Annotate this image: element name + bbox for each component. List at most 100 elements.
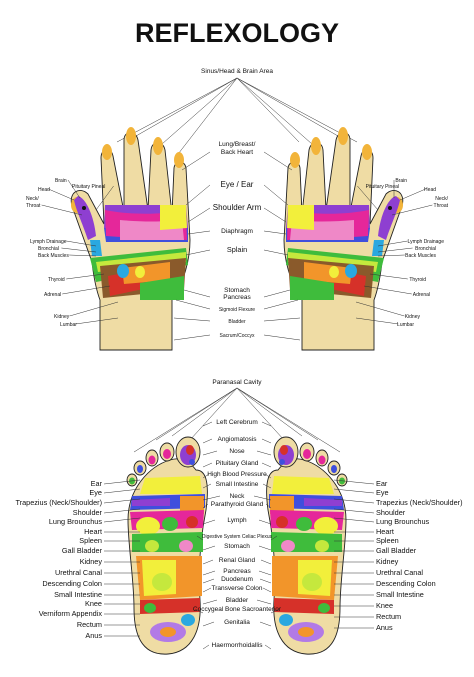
foot-center-label: Coccygeal Bone Sacroanterior <box>193 606 282 613</box>
leader-line <box>258 570 272 576</box>
leader-line <box>264 473 272 479</box>
leader-line <box>187 207 211 223</box>
leader-line <box>75 317 119 325</box>
foot-center-label: High Blood Pressure <box>207 471 267 478</box>
leader-line <box>175 299 211 310</box>
leader-line <box>183 289 211 298</box>
leader-line <box>41 204 83 216</box>
leader-line <box>66 240 97 247</box>
leader-line <box>103 517 141 523</box>
foot-center-label: Lymph <box>227 517 247 524</box>
foot-left-label: Anus <box>85 631 102 640</box>
hand-left-label: Lumbar <box>60 322 77 328</box>
foot-right-label: Gall Bladder <box>376 546 417 555</box>
leader-line <box>262 587 272 593</box>
page-title: REFLEXOLOGY <box>135 18 339 48</box>
foot-right-label: Kidney <box>376 557 399 566</box>
leader-line <box>67 179 81 199</box>
foot-left-label: Trapezius (Neck/Shoulder) <box>15 498 102 507</box>
leader-line <box>181 151 211 171</box>
leader-line <box>196 535 204 541</box>
leader-line <box>265 503 272 509</box>
leader-line <box>202 462 213 468</box>
leader-line <box>69 254 97 257</box>
hand-center-label: Stomach <box>224 287 250 294</box>
leader-line <box>202 503 209 509</box>
leader-line <box>333 498 375 504</box>
hand-right-labels: Pituitary PinealBrainHeadNeck/ThroatLymp… <box>355 178 449 328</box>
foot-left-label: Knee <box>85 599 102 608</box>
foot-left-label: Small Intestine <box>54 590 102 599</box>
leader-line <box>202 578 215 584</box>
paranasal-leader-lines <box>133 387 341 453</box>
foot-right-label: Small Intestine <box>376 590 424 599</box>
foot-center-label: Parathyroid Gland <box>211 501 264 508</box>
foot-right-label: Anus <box>376 623 393 632</box>
foot-center-label: Renal Gland <box>219 557 256 564</box>
foot-right-label: Rectum <box>376 612 401 621</box>
leader-line <box>202 644 210 650</box>
foot-center-label: Haermorrhoidallis <box>212 642 264 649</box>
leader-line <box>202 559 214 565</box>
hand-center-label: Sacrum/Coccyx <box>219 333 255 339</box>
leader-line <box>259 578 272 584</box>
sinus-head-brain-label: Sinus/Head & Brain Area <box>201 68 273 75</box>
leader-line <box>253 495 272 501</box>
hand-center-label: Sigmoid Flexure <box>219 307 255 313</box>
foot-right-label: Urethral Canal <box>376 568 423 577</box>
hand-center-label: Shoulder Arm <box>213 203 262 212</box>
foot-center-label: Stomach <box>224 543 250 550</box>
left-hand <box>70 127 191 351</box>
leader-line <box>357 185 379 211</box>
foot-left-label: Verniform Appendix <box>39 609 103 618</box>
foot-center-label: Digestive System Celiac Plexus <box>202 534 273 540</box>
leader-line <box>263 249 289 256</box>
hand-left-label: Thyroid <box>48 277 65 283</box>
foot-left-label: Urethral Canal <box>55 568 102 577</box>
foot-center-label: Transverse Colon <box>211 585 262 592</box>
hand-center-label: Back Heart <box>221 149 253 156</box>
leader-line <box>202 587 212 593</box>
sinus-leader-lines <box>116 77 358 159</box>
leader-line <box>377 247 413 253</box>
foot-left-label: Kidney <box>80 557 103 566</box>
leader-line <box>263 334 301 341</box>
hand-right-label: Adrenal <box>413 292 430 298</box>
hand-center-label: Eye / Ear <box>221 180 254 189</box>
foot-center-label: Pancreas <box>223 568 251 575</box>
hand-left-label: Kidney <box>54 314 70 320</box>
leader-line <box>202 545 216 551</box>
leader-line <box>263 289 291 298</box>
leader-line <box>61 247 97 253</box>
leader-line <box>270 535 278 541</box>
foot-center-label: Bladder <box>226 597 249 604</box>
leader-line <box>259 621 272 627</box>
foot-left-label: Descending Colon <box>42 579 102 588</box>
leader-line <box>202 570 216 576</box>
leader-line <box>260 559 272 565</box>
leader-line <box>263 230 287 235</box>
foot-center-label: Left Cerebrum <box>216 419 258 426</box>
leader-line <box>355 301 405 317</box>
leader-line <box>103 508 141 514</box>
hand-center-label: Diaphragm <box>221 228 253 235</box>
hand-left-label: Bronchial <box>38 246 59 252</box>
foot-right-label: Heart <box>376 527 394 536</box>
leader-line <box>202 519 216 525</box>
leader-line <box>263 299 299 310</box>
hand-right-label: Head <box>424 187 436 193</box>
hand-left-label: Head <box>38 187 50 193</box>
leader-line <box>270 608 280 614</box>
leader-line <box>69 301 119 317</box>
hand-left-label: Back Muscles <box>38 253 69 259</box>
leader-line <box>355 317 399 325</box>
hand-right-label: Lymph Drainage <box>407 239 444 245</box>
foot-left-label: Heart <box>84 527 102 536</box>
foot-center-label: Neck <box>230 493 246 500</box>
hand-right-label: Back Muscles <box>405 253 436 259</box>
leader-line <box>263 184 289 206</box>
leader-line <box>258 545 272 551</box>
foot-center-label: Pituitary Gland <box>216 460 259 467</box>
